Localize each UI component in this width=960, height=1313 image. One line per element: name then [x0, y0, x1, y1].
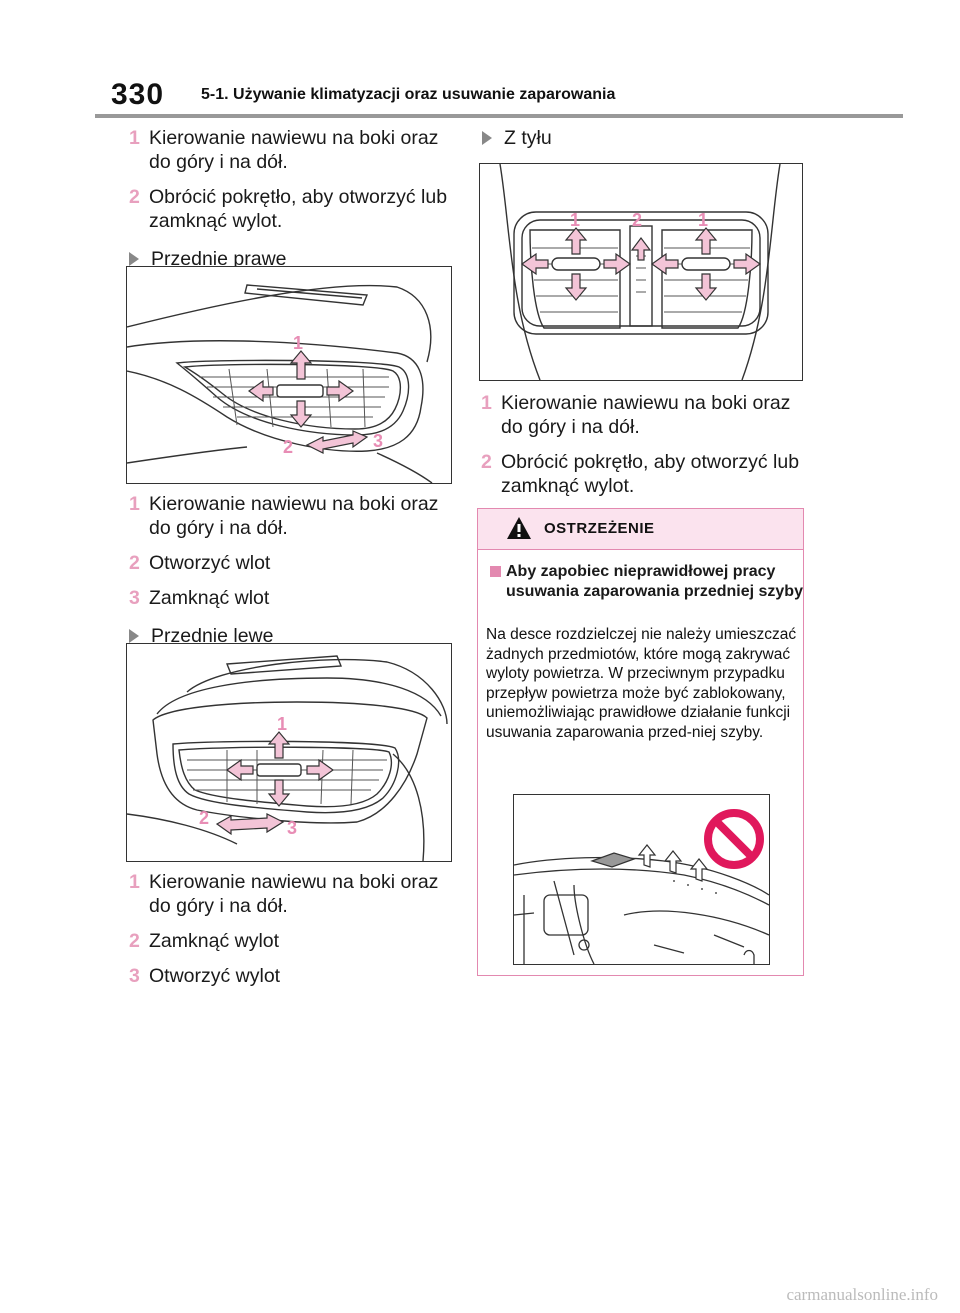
list-item: 1 Kierowanie nawiewu na boki oraz do gór… [129, 126, 459, 174]
item-text: Otworzyć wlot [149, 552, 271, 574]
front-left-vent-illustration: 1 2 3 [126, 643, 452, 862]
vent-label: 1 [570, 210, 580, 230]
item-text: Kierowanie nawiewu na boki oraz do góry … [149, 493, 439, 539]
list-item: 2 Obrócić pokrętło, aby otworzyć lub zam… [481, 450, 801, 498]
intro-list: 1 Kierowanie nawiewu na boki oraz do gór… [129, 126, 459, 287]
prohibition-icon [704, 809, 764, 869]
item-number: 2 [129, 930, 140, 952]
item-text: Obrócić pokrętło, aby otworzyć lub zamkn… [149, 186, 448, 232]
list-item: 3 Zamknąć wlot [129, 586, 459, 610]
page-header: 330 5-1. Używanie klimatyzacji oraz usuw… [95, 78, 900, 114]
warning-body: Na desce rozdzielczej nie należy umieszc… [486, 626, 797, 741]
square-bullet-icon [490, 566, 501, 577]
item-number: 3 [129, 587, 140, 609]
item-number: 1 [481, 392, 492, 414]
item-number: 1 [129, 493, 140, 515]
warning-box: OSTRZEŻENIE Aby zapobiec nieprawidłowej … [477, 508, 804, 976]
front-left-list: 1 Kierowanie nawiewu na boki oraz do gór… [129, 870, 459, 999]
vent-label: 1 [698, 210, 708, 230]
section-heading-text: Przednie prawe [151, 248, 287, 270]
warning-subtitle-text: Aby zapobiec nieprawidłowej pracy usuwan… [506, 563, 803, 600]
item-text: Otworzyć wylot [149, 965, 281, 987]
vent-label: 1 [293, 333, 303, 353]
triangle-bullet-icon [129, 629, 139, 643]
rear-vent-svg: 1 2 1 [499, 164, 781, 380]
vent-label: 2 [199, 808, 209, 828]
section-heading-front-left: Przednie lewe [129, 624, 459, 648]
item-text: Kierowanie nawiewu na boki oraz do góry … [501, 392, 791, 438]
footer-watermark: carmanualsonline.info [786, 1285, 938, 1304]
item-text: Kierowanie nawiewu na boki oraz do góry … [149, 127, 439, 173]
vent-label: 2 [283, 437, 293, 457]
section-heading-front-right: Przednie prawe [129, 247, 459, 271]
item-number: 1 [129, 127, 140, 149]
item-number: 2 [129, 552, 140, 574]
item-number: 3 [129, 965, 140, 987]
front-right-vent-illustration: 1 2 3 [126, 266, 452, 484]
section-heading-text: Z tyłu [504, 127, 552, 149]
list-item: 2 Obrócić pokrętło, aby otworzyć lub zam… [129, 185, 459, 233]
vent-label: 3 [287, 818, 297, 838]
rear-vent-illustration: 1 2 1 [479, 163, 803, 381]
warning-triangle-icon [507, 517, 531, 539]
header-divider [95, 114, 903, 118]
rear-heading-block: Z tyłu [482, 112, 802, 166]
dashboard-svg [514, 809, 769, 964]
rear-list: 1 Kierowanie nawiewu na boki oraz do gór… [481, 391, 801, 509]
page-number: 330 [111, 78, 165, 111]
item-text: Obrócić pokrętło, aby otworzyć lub zamkn… [501, 451, 800, 497]
dashboard-prohibition-illustration [513, 794, 770, 965]
item-number: 1 [129, 871, 140, 893]
front-right-vent-svg: 1 2 3 [127, 284, 433, 483]
vent-label: 1 [277, 714, 287, 734]
item-text: Kierowanie nawiewu na boki oraz do góry … [149, 871, 439, 917]
list-item: 1 Kierowanie nawiewu na boki oraz do gór… [129, 492, 459, 540]
chapter-title: 5-1. Używanie klimatyzacji oraz usuwanie… [201, 86, 616, 103]
warning-header: OSTRZEŻENIE [478, 509, 803, 550]
vent-label: 2 [632, 210, 642, 230]
list-item: 2 Zamknąć wylot [129, 929, 459, 953]
triangle-bullet-icon [129, 252, 139, 266]
item-number: 2 [481, 451, 492, 473]
item-text: Zamknąć wylot [149, 930, 280, 952]
section-heading-text: Przednie lewe [151, 625, 274, 647]
front-left-vent-svg: 1 2 3 [127, 655, 448, 861]
warning-subtitle: Aby zapobiec nieprawidłowej pracy usuwan… [490, 562, 806, 602]
list-item: 2 Otworzyć wlot [129, 551, 459, 575]
warning-title: OSTRZEŻENIE [544, 520, 655, 537]
item-number: 2 [129, 186, 140, 208]
list-item: 3 Otworzyć wylot [129, 964, 459, 988]
vent-label: 3 [373, 431, 383, 451]
item-text: Zamknąć wlot [149, 587, 270, 609]
front-right-list: 1 Kierowanie nawiewu na boki oraz do gór… [129, 492, 459, 664]
triangle-bullet-icon [482, 131, 492, 145]
section-heading-rear: Z tyłu [482, 126, 802, 150]
list-item: 1 Kierowanie nawiewu na boki oraz do gór… [129, 870, 459, 918]
list-item: 1 Kierowanie nawiewu na boki oraz do gór… [481, 391, 801, 439]
